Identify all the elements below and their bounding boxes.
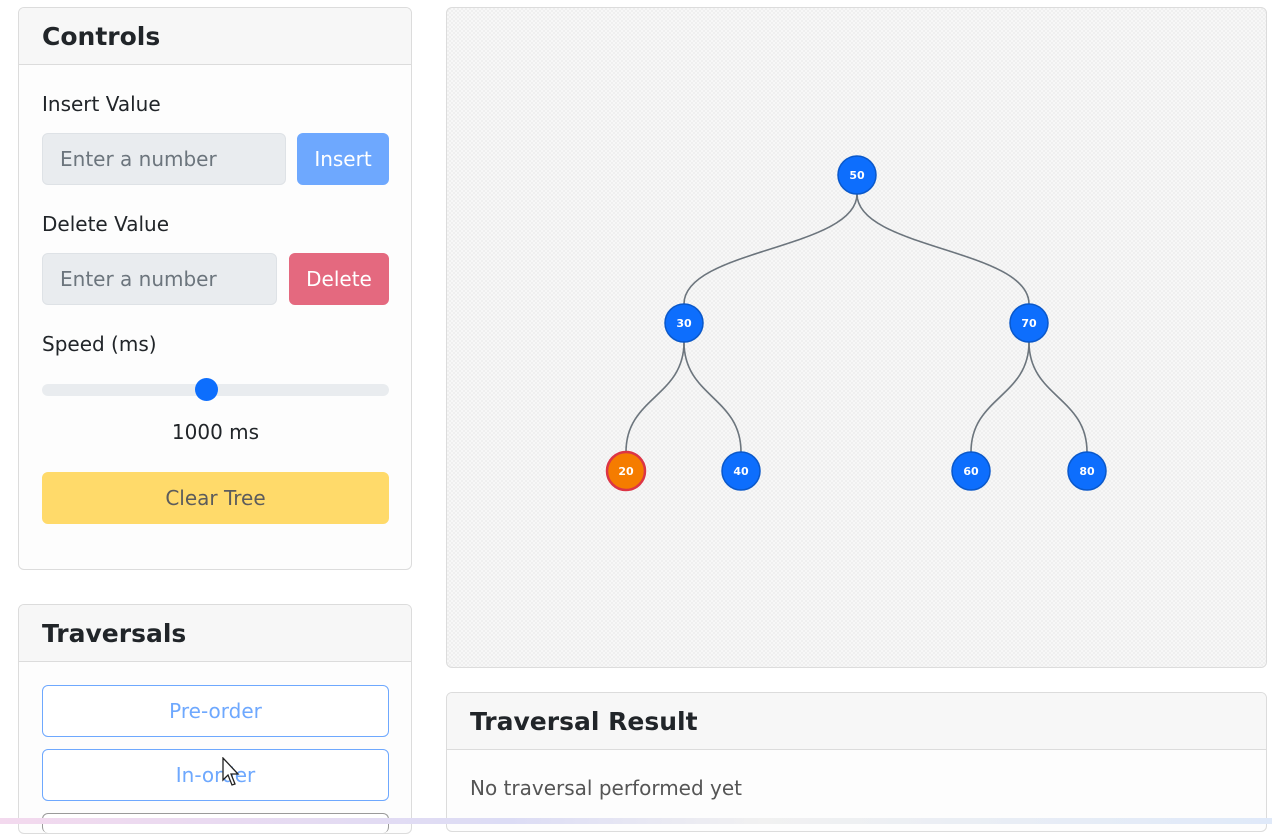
speed-label: Speed (ms): [42, 332, 157, 356]
tree-node-circle[interactable]: [1067, 451, 1107, 491]
tree-edge: [856, 193, 1030, 305]
tree-node-label: 30: [676, 317, 692, 330]
speed-slider-thumb[interactable]: [195, 378, 218, 401]
preorder-button[interactable]: Pre-order: [42, 685, 389, 737]
tree-node-label: 70: [1021, 317, 1037, 330]
traversal-result-card: Traversal Result: [446, 692, 1267, 832]
traversals-title: Traversals: [19, 605, 411, 662]
tree-node-circle[interactable]: [605, 450, 647, 492]
controls-title: Controls: [19, 8, 411, 65]
traversal-result-title: Traversal Result: [447, 693, 1266, 750]
delete-input[interactable]: [42, 253, 277, 305]
tree-node-50[interactable]: 50: [837, 155, 877, 195]
tree-node-circle[interactable]: [837, 155, 877, 195]
tree-node-label: 50: [849, 169, 865, 182]
delete-value-label: Delete Value: [42, 212, 169, 236]
bottom-strip: [0, 818, 1272, 824]
tree-node-label: 60: [963, 465, 979, 478]
tree-node-circle[interactable]: [721, 451, 761, 491]
tree-edge: [625, 341, 685, 453]
tree-edge: [970, 341, 1030, 453]
tree-node-20[interactable]: 20: [605, 450, 647, 492]
speed-readout: 1000 ms: [171, 420, 260, 444]
traversal-result-text: No traversal performed yet: [470, 776, 743, 800]
tree-svg: 50 30 70 20 40 60 80: [605, 155, 1107, 492]
tree-node-circle[interactable]: [951, 451, 991, 491]
insert-button[interactable]: Insert: [297, 133, 389, 185]
tree-node-80[interactable]: 80: [1067, 451, 1107, 491]
tree-node-30[interactable]: 30: [664, 303, 704, 343]
tree-canvas: 50 30 70 20 40 60 80: [446, 7, 1267, 668]
tree-node-60[interactable]: 60: [951, 451, 991, 491]
tree-node-70[interactable]: 70: [1009, 303, 1049, 343]
tree-edge: [683, 193, 858, 305]
insert-value-label: Insert Value: [42, 92, 161, 116]
tree-node-label: 40: [733, 465, 749, 478]
clear-tree-button[interactable]: Clear Tree: [42, 472, 389, 524]
mouse-cursor-icon: [222, 757, 240, 786]
inorder-button[interactable]: In-order: [42, 749, 389, 801]
tree-node-circle[interactable]: [1009, 303, 1049, 343]
insert-input[interactable]: [42, 133, 286, 185]
tree-edge: [1028, 341, 1088, 453]
tree-node-label: 20: [618, 465, 634, 478]
tree-edge: [683, 341, 742, 453]
tree-node-circle[interactable]: [664, 303, 704, 343]
tree-node-label: 80: [1079, 465, 1095, 478]
tree-node-40[interactable]: 40: [721, 451, 761, 491]
delete-button[interactable]: Delete: [289, 253, 389, 305]
